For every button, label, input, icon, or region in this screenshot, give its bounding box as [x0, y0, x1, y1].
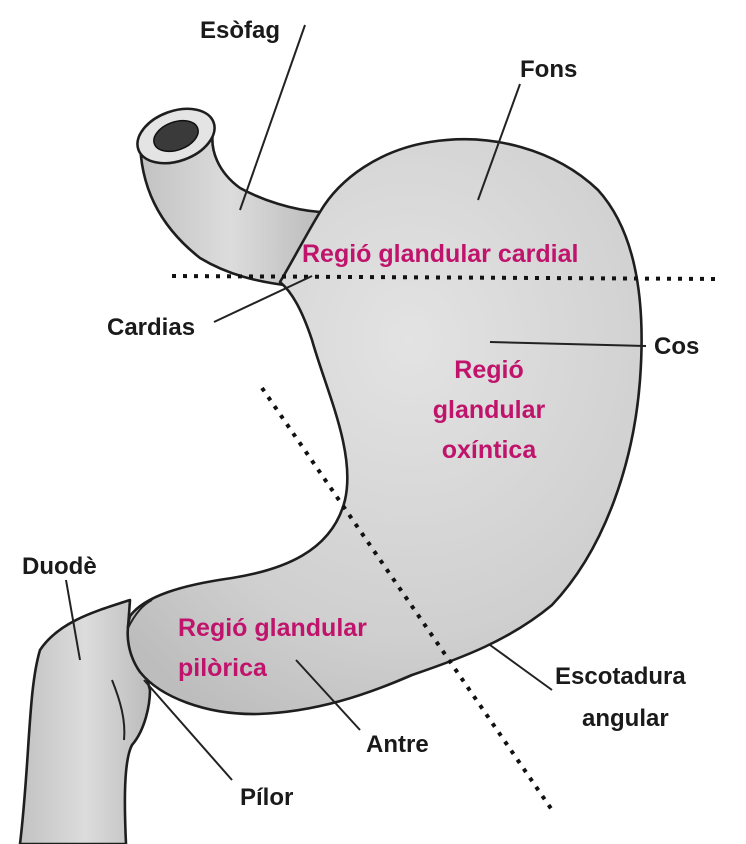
region-pilorica-line1: Regió glandular	[178, 614, 367, 642]
label-cos: Cos	[654, 333, 699, 360]
escotadura-leader	[490, 645, 552, 690]
label-escotadura-line1: Escotadura	[555, 663, 686, 690]
region-cardial: Regió glandular cardial	[302, 240, 578, 268]
label-duode: Duodè	[22, 553, 97, 580]
esofag-leader	[240, 25, 305, 210]
label-escotadura-line2: angular	[582, 705, 669, 732]
label-fons: Fons	[520, 56, 577, 83]
region-oxintica-line2: glandular	[433, 396, 546, 424]
region-oxintica-line1: Regió	[454, 356, 523, 384]
region-pilorica-line2: pilòrica	[178, 654, 268, 682]
region-oxintica-line3: oxíntica	[442, 436, 538, 464]
label-pilor: Pílor	[240, 784, 293, 811]
label-cardias: Cardias	[107, 314, 195, 341]
label-antre: Antre	[366, 731, 429, 758]
label-esofag: Esòfag	[200, 17, 280, 44]
